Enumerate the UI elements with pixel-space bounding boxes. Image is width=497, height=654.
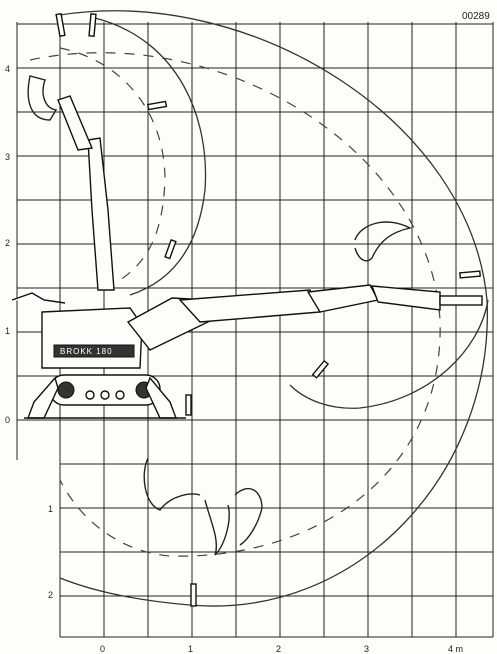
lower-bucket-icon bbox=[234, 487, 263, 546]
machine-panel bbox=[53, 344, 135, 358]
y-tick-4: 4 bbox=[5, 64, 10, 74]
lower-crusher-icon bbox=[204, 499, 230, 556]
breaker-body bbox=[370, 285, 441, 311]
raised-arm bbox=[87, 137, 115, 291]
grid-horizontal-lines bbox=[17, 23, 493, 638]
y-tick-neg-2: 2 bbox=[48, 590, 53, 600]
tools bbox=[27, 75, 413, 556]
x-axis-labels: 0 1 2 3 4 m bbox=[100, 644, 463, 654]
machine-brand-label: BROKK 180 bbox=[60, 347, 113, 356]
left-handle bbox=[11, 292, 66, 304]
crusher-tool-icon bbox=[143, 457, 201, 511]
upper-dashed-arc bbox=[59, 47, 166, 281]
boom-main bbox=[178, 289, 322, 323]
bucket-tool-icon bbox=[27, 75, 58, 121]
demolition-machine: BROKK 180 bbox=[11, 95, 483, 419]
breaker-chisel bbox=[439, 295, 483, 306]
x-tick-4: 4 m bbox=[448, 644, 463, 654]
outer-reach-arc bbox=[59, 10, 488, 607]
machine-body bbox=[41, 307, 143, 369]
y-tick-3: 3 bbox=[5, 152, 10, 162]
x-tick-0: 0 bbox=[100, 644, 105, 654]
breaker-positions bbox=[55, 12, 481, 607]
y-axis-lower-labels: 1 2 bbox=[48, 504, 53, 600]
x-tick-3: 3 bbox=[364, 644, 369, 654]
x-tick-2: 2 bbox=[276, 644, 281, 654]
raised-arm-upper bbox=[57, 95, 93, 151]
y-tick-2: 2 bbox=[5, 238, 10, 248]
right-outrigger bbox=[145, 376, 178, 419]
upper-inner-arc bbox=[94, 17, 207, 296]
x-tick-1: 1 bbox=[188, 644, 193, 654]
y-tick-0: 0 bbox=[5, 415, 10, 425]
y-axis-upper-labels: 4 3 2 1 0 bbox=[5, 64, 10, 425]
reach-envelope bbox=[29, 10, 489, 607]
y-tick-1: 1 bbox=[5, 326, 10, 336]
y-tick-neg-1: 1 bbox=[48, 504, 53, 514]
dashed-reach-arc bbox=[29, 52, 441, 557]
left-outrigger bbox=[26, 376, 59, 419]
gripper-tool-icon bbox=[354, 221, 413, 262]
reference-code: 00289 bbox=[462, 11, 490, 22]
right-inner-arc bbox=[289, 299, 489, 409]
